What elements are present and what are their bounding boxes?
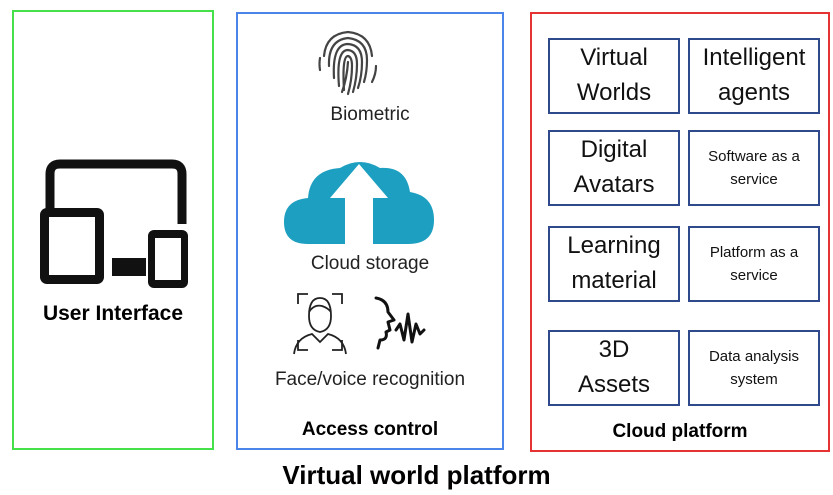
biometric-label: Biometric	[330, 104, 410, 125]
footer-title: Virtual world platform	[282, 460, 551, 490]
user-interface-label: User Interface	[42, 302, 184, 325]
fingerprint-icon	[318, 30, 378, 96]
user-interface-panel	[12, 10, 214, 450]
face-voice-icon	[293, 293, 426, 355]
cloud-upload-icon	[284, 162, 434, 248]
cloud-platform-title: Cloud platform	[612, 421, 748, 442]
devices-icon	[40, 159, 188, 288]
access-control-panel	[236, 12, 504, 450]
face-voice-label: Face/voice recognition	[274, 369, 466, 390]
cloud-platform-panel	[530, 12, 830, 452]
access-control-title: Access control	[301, 419, 439, 440]
cloud-storage-label: Cloud storage	[310, 253, 430, 274]
